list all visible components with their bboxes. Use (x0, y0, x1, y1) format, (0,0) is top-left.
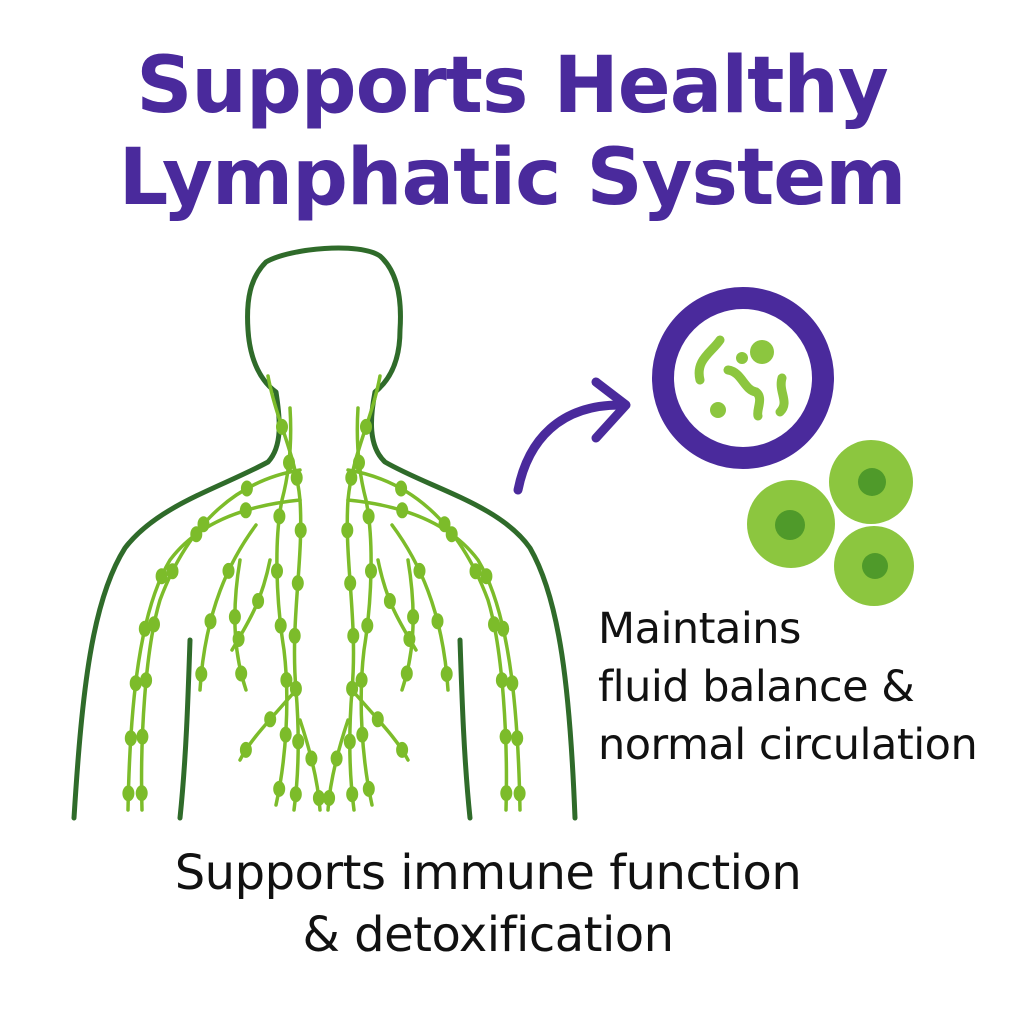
lymph-node (135, 785, 148, 802)
lymph-node (383, 593, 396, 609)
lymph-node (396, 741, 409, 758)
lymph-node (407, 608, 420, 625)
title-line-1: Supports Healthy (136, 41, 889, 131)
lymph-node (362, 780, 375, 797)
lymph-node (353, 454, 365, 471)
lymph-node (497, 620, 510, 637)
lymph-node (395, 480, 408, 497)
lymph-node (312, 790, 325, 806)
lymph-node (341, 522, 354, 539)
lymph-node (294, 522, 307, 539)
lymph-node (500, 785, 513, 802)
lymph-node (344, 575, 357, 592)
lymph-node (506, 675, 519, 692)
fluid-balance-line-1: Maintains (598, 604, 801, 654)
lymph-node (273, 508, 286, 525)
fluid-balance-caption: Maintains fluid balance & normal circula… (598, 600, 1018, 774)
lymph-node (197, 516, 210, 533)
lymph-node (513, 785, 526, 802)
lymph-node (288, 627, 301, 644)
lymph-node (129, 675, 142, 692)
lymph-node (305, 750, 318, 767)
lymph-node (280, 672, 293, 688)
title-line-2: Lymphatic System (118, 133, 907, 223)
lymph-node (138, 620, 151, 637)
human-torso-outline-icon (71, 245, 578, 821)
lymphatic-network-icon (122, 374, 526, 812)
lymph-node (279, 726, 292, 743)
fluid-balance-line-3: normal circulation (598, 720, 978, 770)
lymph-node (264, 711, 277, 728)
lymph-node (290, 469, 303, 486)
lymph-node (292, 733, 305, 750)
lymph-node (347, 627, 360, 644)
lymph-node (403, 631, 416, 647)
lymph-node (356, 726, 369, 743)
lymph-node (271, 563, 283, 579)
lymph-node (235, 665, 248, 682)
immune-caption: Supports immune function & detoxificatio… (0, 842, 976, 966)
lymph-node (122, 785, 135, 802)
immune-line-2: & detoxification (302, 907, 674, 963)
lymph-node (240, 480, 253, 497)
fluid-balance-line-2: fluid balance & (598, 662, 915, 712)
lymph-node (365, 563, 377, 579)
lymph-node (222, 562, 235, 579)
lymph-node (360, 418, 372, 435)
curved-arrow-icon (513, 377, 631, 495)
lymph-node (361, 617, 374, 634)
lymph-node (469, 563, 482, 580)
lymph-node (355, 672, 368, 688)
lymph-node (371, 711, 384, 728)
lymph-node (124, 730, 137, 747)
lymph-node (431, 613, 444, 630)
immune-line-1: Supports immune function (174, 845, 802, 901)
lymph-node (274, 617, 287, 634)
lymph-node (289, 786, 302, 803)
lymph-node (252, 593, 265, 609)
lymph-node (438, 516, 451, 533)
lymph-node (283, 454, 295, 471)
immune-cells-icon (747, 440, 914, 606)
lymph-node (239, 741, 252, 758)
lymph-node (276, 418, 288, 435)
lymph-node (480, 568, 493, 585)
lymph-node (166, 563, 179, 580)
lymph-node (488, 616, 500, 633)
lymph-node (362, 508, 375, 525)
lymph-node (289, 680, 302, 697)
lymph-node (228, 608, 241, 625)
lymph-node (413, 562, 426, 579)
lymph-node (323, 790, 336, 806)
lymph-node (400, 665, 413, 682)
microbes-in-circle-icon (652, 287, 834, 469)
lymph-node (396, 502, 409, 519)
lymph-node (273, 780, 286, 797)
lymph-node (232, 631, 245, 647)
lymph-node (136, 728, 149, 745)
lymph-node (204, 613, 217, 630)
lymph-node (291, 575, 304, 592)
lymph-node (195, 666, 208, 682)
lymph-node (495, 672, 508, 689)
lymph-node (440, 666, 453, 682)
page-title: Supports Healthy Lymphatic System (0, 40, 1024, 224)
lymph-node (239, 502, 252, 519)
lymph-node (155, 568, 168, 585)
lymph-node (346, 786, 359, 803)
lymph-node (140, 672, 153, 689)
lymph-node (345, 469, 358, 486)
lymph-node (330, 750, 343, 767)
lymph-node (499, 728, 512, 745)
lymph-node (190, 526, 203, 543)
lymph-node (343, 733, 356, 750)
lymph-node (346, 680, 359, 697)
lymph-node (511, 730, 524, 747)
lymph-node (148, 616, 160, 633)
lymph-node (445, 526, 458, 543)
